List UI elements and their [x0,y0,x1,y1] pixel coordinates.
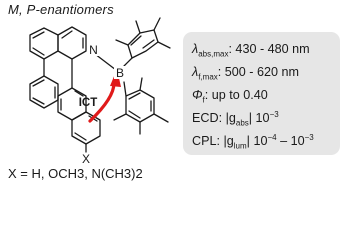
mesityl-upper-methyls [115,17,171,49]
b-mesityl-upper-bond [123,57,133,67]
molecule-structure: N B X ICT [29,17,171,166]
quantum-yield-line: Φf: up to 0.40 [192,88,268,105]
mesityl-lower-inner-bonds [128,92,152,119]
ict-label: ICT [79,97,98,109]
naphthalene-inner-bonds [60,90,98,141]
cpl-line: CPL: |glum| 10−4 – 10−3 [192,132,314,151]
nitrogen-atom-label: N [89,43,98,57]
mesityl-lower-ring [125,89,155,123]
boron-atom-label: B [116,66,124,80]
naphthalene-lower-ring [71,111,101,145]
phenyl-ring [29,75,59,109]
b-mesityl-lower-bond [123,81,127,97]
phenyl-inner-bonds [32,79,56,105]
fluorescence-max-line: λf,max: 500 - 620 nm [192,65,299,82]
isoquinoline-inner-bonds [32,30,84,56]
enantiomers-heading: M, P-enantiomers [8,2,114,17]
isoquinoline-right-ring [57,26,87,60]
mesityl-upper-inner-bonds [130,35,155,49]
n-b-bond [94,53,117,71]
mesityl-lower-methyls [113,77,169,135]
properties-box: λabs,max: 430 - 480 nm λf,max: 500 - 620… [183,32,340,155]
x-atom-label: X [82,152,90,166]
substituent-caption: X = H, OCH3, N(CH3)2 [8,166,143,181]
absorption-max-line: λabs,max: 430 - 480 nm [192,42,310,59]
ecd-line: ECD: |gabs| 10−3 [192,109,279,128]
